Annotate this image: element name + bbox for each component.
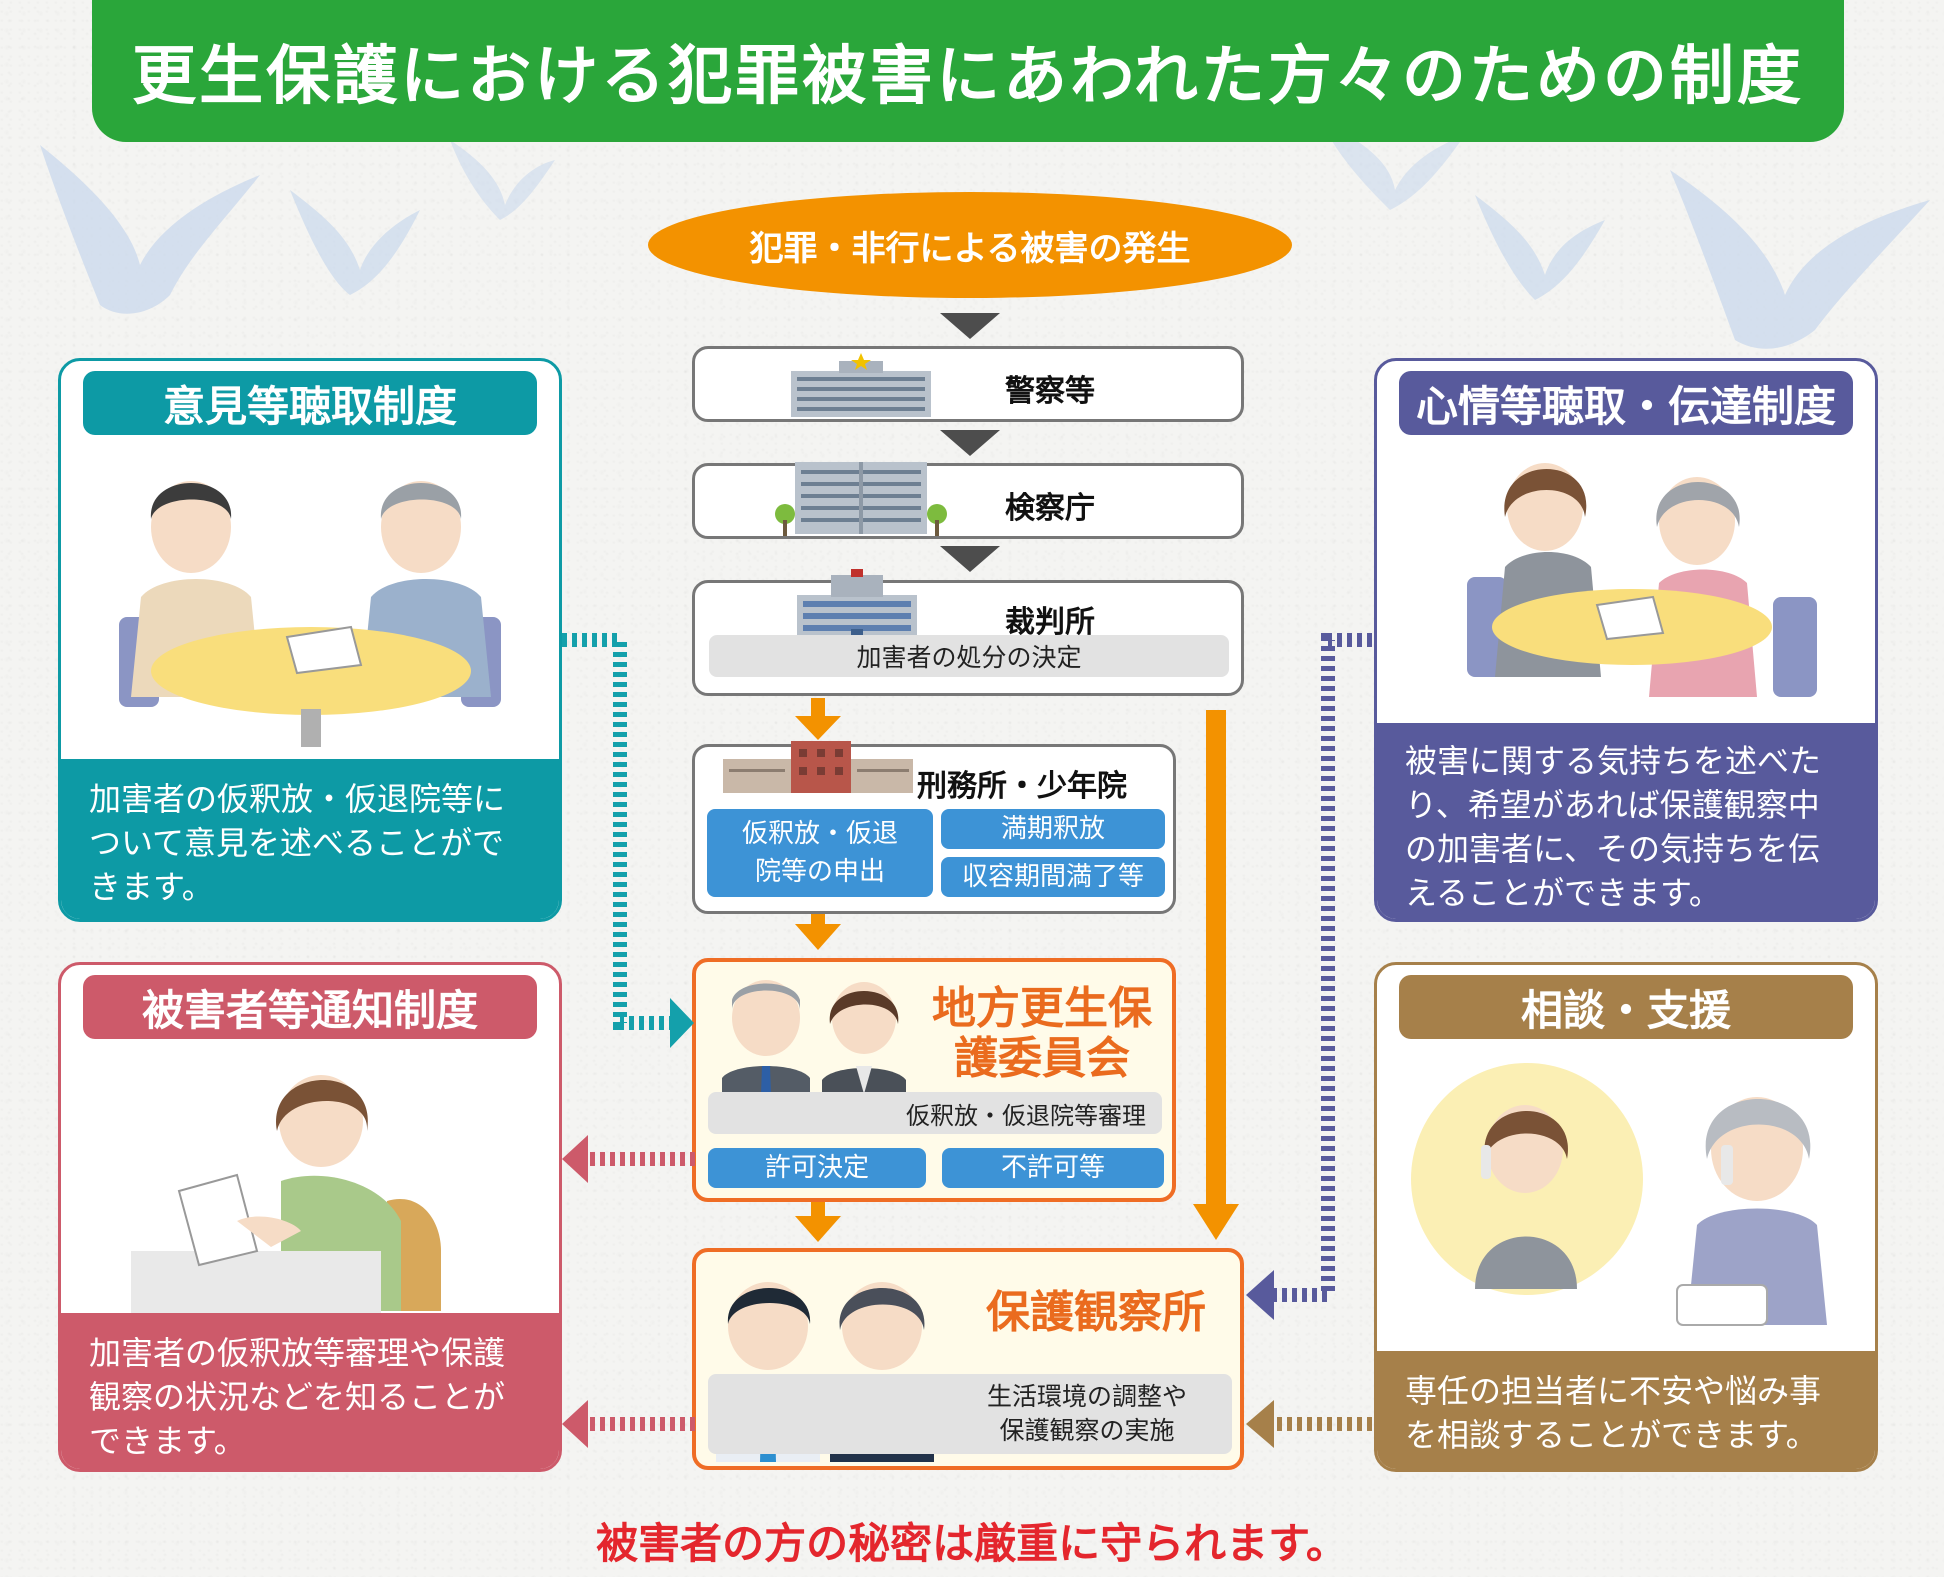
- term-expiry-button[interactable]: 収容期間満了等: [941, 857, 1165, 897]
- feelings-panel-description: 被害に関する気持ちを述べたり、希望があれば保護観察中の加害者に、その気持ちを伝え…: [1377, 723, 1875, 919]
- down-triangle-icon: [940, 313, 1000, 339]
- prosecutor-building-icon: [775, 462, 947, 536]
- dove-decoration-icon: [1475, 195, 1605, 300]
- police-box: 警察等: [692, 346, 1244, 422]
- consult-to-office-connector: [1246, 1400, 1372, 1448]
- incident-label: 犯罪・非行による被害の発生: [749, 228, 1191, 269]
- expiry-release-button[interactable]: 満期釈放: [941, 809, 1165, 849]
- opinion-panel: 意見等聴取制度 加害者の仮釈放・仮退院等について意見を述べることができます。: [58, 358, 562, 922]
- feelings-hearing-illustration: [1467, 463, 1817, 697]
- prison-label: 刑務所・少年院: [917, 769, 1127, 804]
- parole-application-button[interactable]: 仮釈放・仮退院等の申出: [707, 809, 933, 897]
- no-permit-button[interactable]: 不許可等: [942, 1148, 1164, 1188]
- notify-panel-title: 被害者等通知制度: [83, 975, 537, 1039]
- notify-panel-description: 加害者の仮釈放等審理や保護観察の状況などを知ることができます。: [61, 1313, 559, 1469]
- police-label: 警察等: [1005, 374, 1095, 409]
- opinion-panel-title: 意見等聴取制度: [83, 371, 537, 435]
- office-to-notify-connector: [562, 1400, 695, 1448]
- parole-application-label: 仮釈放・仮退院等の申出: [741, 819, 898, 887]
- parole-board-box: 地方更生保護委員会 仮釈放・仮退院等審理 許可決定 不許可等: [692, 958, 1176, 1202]
- court-building-icon: [793, 569, 921, 643]
- feelings-panel-title: 心情等聴取・伝達制度: [1399, 371, 1853, 435]
- prosecutor-box: 検察庁: [692, 462, 1244, 539]
- notification-reading-illustration: [131, 1075, 441, 1321]
- dove-decoration-icon: [1320, 120, 1465, 210]
- board-title: 地方更生保護委員会: [932, 983, 1152, 1084]
- dove-decoration-icon: [1670, 170, 1930, 349]
- feelings-to-office-connector: [1246, 633, 1372, 1320]
- board-review-band: 仮釈放・仮退院等審理: [708, 1092, 1162, 1134]
- opinion-to-board-connector: [562, 633, 694, 1048]
- confidentiality-note: 被害者の方の秘密は厳重に守られます。: [596, 1519, 1348, 1568]
- consult-panel: 相談・支援 専任の担当者に不安や悩み事を相談することができます。: [1374, 962, 1878, 1472]
- police-building-icon: [791, 353, 931, 417]
- consultation-phone-illustration: [1411, 1063, 1827, 1326]
- down-triangle-icon: [940, 546, 1000, 572]
- dove-decoration-icon: [40, 145, 260, 314]
- feelings-panel: 心情等聴取・伝達制度 被害に関する気持ちを述べたり、希望があれば保護観察中の加害…: [1374, 358, 1878, 922]
- probation-office-title: 保護観察所: [986, 1287, 1206, 1338]
- orange-long-arrow-icon: [1193, 710, 1239, 1240]
- dove-decoration-icon: [450, 140, 555, 220]
- opinion-hearing-illustration: [119, 481, 501, 747]
- prosecutor-label: 検察庁: [1005, 491, 1095, 526]
- permit-decision-button[interactable]: 許可決定: [708, 1148, 926, 1188]
- orange-down-arrow-icon: [795, 698, 841, 740]
- consult-panel-description: 専任の担当者に不安や悩み事を相談することができます。: [1377, 1351, 1875, 1469]
- prison-building-icon: [723, 741, 913, 793]
- prison-box: 刑務所・少年院 仮釈放・仮退院等の申出 満期釈放 収容期間満了等: [692, 741, 1176, 914]
- notify-panel: 被害者等通知制度 加害者の仮釈放等審理や保護観察の状況などを知ることができます。: [58, 962, 562, 1472]
- dove-decoration-icon: [290, 190, 420, 295]
- page-title: 更生保護における犯罪被害にあわれた方々のための制度: [92, 0, 1844, 142]
- probation-implementation-label: 生活環境の調整や保護観察の実施: [986, 1382, 1187, 1445]
- incident-ellipse: 犯罪・非行による被害の発生: [648, 192, 1292, 298]
- consult-panel-title: 相談・支援: [1399, 975, 1853, 1039]
- court-box: 裁判所 加害者の処分の決定: [692, 569, 1244, 696]
- opinion-panel-description: 加害者の仮釈放・仮退院等について意見を述べることができます。: [61, 759, 559, 919]
- probation-office-box: 保護観察所 生活環境の調整や保護観察の実施: [692, 1248, 1244, 1470]
- court-label: 裁判所: [1005, 605, 1095, 640]
- down-triangle-icon: [940, 430, 1000, 456]
- probation-implementation-band: 生活環境の調整や保護観察の実施: [708, 1374, 1232, 1454]
- board-to-notify-connector: [562, 1135, 695, 1183]
- court-decision-band: 加害者の処分の決定: [709, 635, 1229, 677]
